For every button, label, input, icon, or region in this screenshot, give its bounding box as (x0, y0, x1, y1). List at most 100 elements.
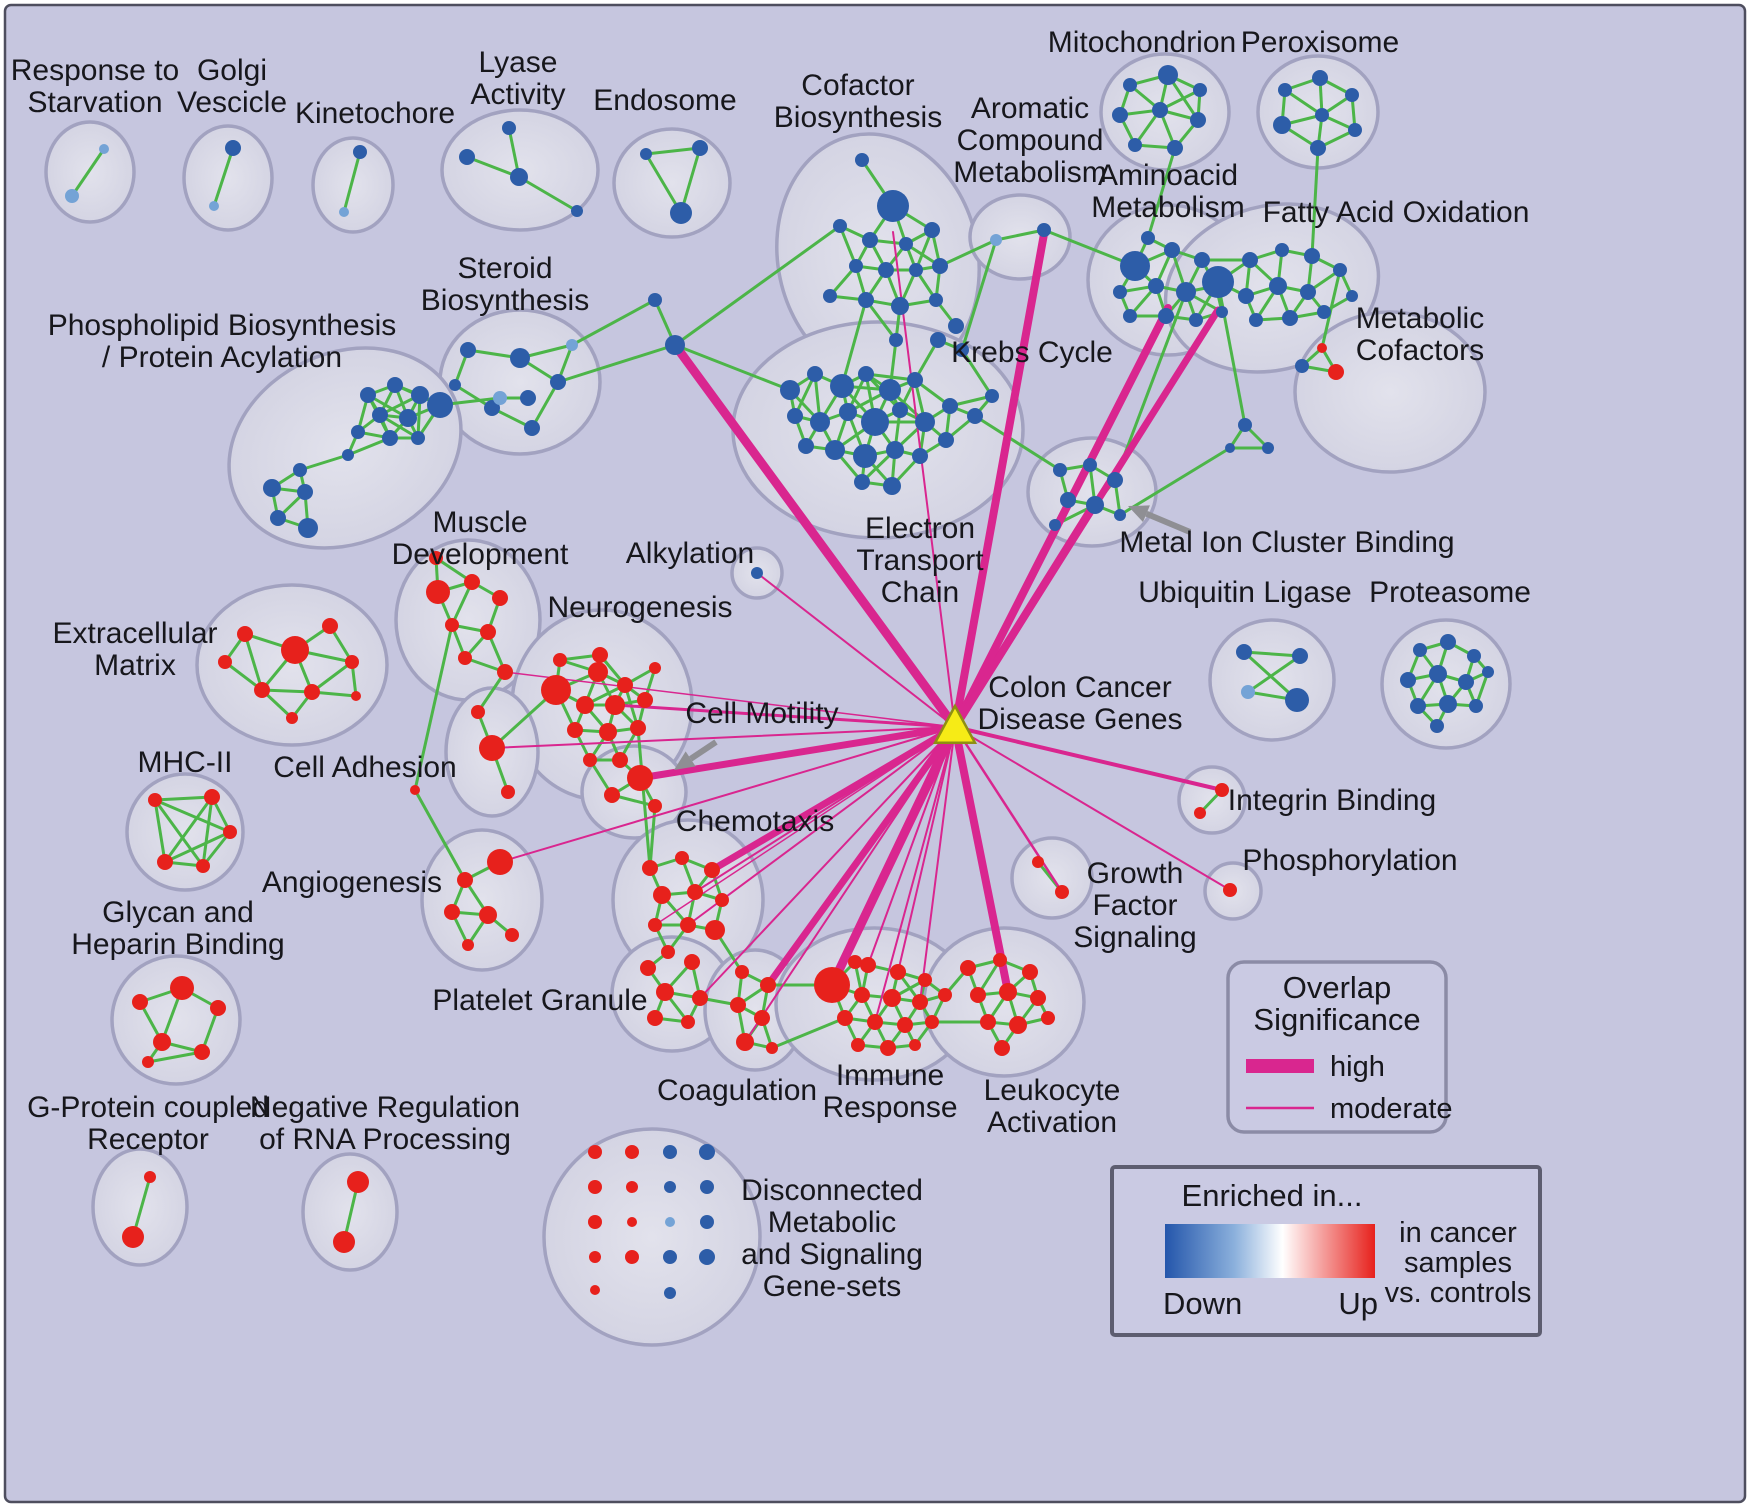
mitochondrion-node (1190, 112, 1206, 128)
phospholipid-biosynthesis-bubble (227, 346, 463, 550)
mitochondrion-node (1123, 78, 1137, 92)
integrin-binding-node (1194, 807, 1206, 819)
immune-response-node (837, 1010, 853, 1026)
green-edge (674, 224, 841, 347)
disconnected-gene-sets-node (625, 1145, 639, 1159)
chemotaxis-node (687, 884, 703, 900)
extracellular-matrix-node (351, 691, 361, 701)
proteasome-node (1467, 649, 1481, 663)
high-significance-label: high (1330, 1051, 1385, 1083)
angiogenesis-node (505, 928, 519, 942)
green-edge (299, 453, 349, 472)
leukocyte-activation-node (993, 953, 1007, 967)
overlap-significance-edge (827, 722, 960, 990)
cofactor-biosynthesis-node (929, 293, 943, 307)
green-edge (679, 147, 702, 214)
disconnected-gene-sets-node (588, 1215, 602, 1229)
extracellular-matrix-node (286, 712, 298, 724)
neurogenesis-node (637, 692, 653, 708)
phospholipid-biosynthesis-node (270, 510, 286, 526)
chemotaxis-node (642, 860, 658, 876)
extracellular-matrix-node (237, 626, 253, 642)
pointer-arrow (688, 739, 718, 762)
metal-ion-cluster-binding-node (1114, 509, 1126, 521)
ubiquitin-ligase-bubble (1208, 618, 1336, 742)
peroxisome-label: Peroxisome (1241, 26, 1399, 59)
electron-transport-chain-node (883, 477, 901, 495)
electron-transport-chain-node (798, 438, 814, 454)
fatty-acid-oxidation-node (1249, 313, 1263, 327)
ubiquitin-ligase-node (1285, 688, 1309, 712)
overlap-significance-edge (670, 340, 960, 732)
metal-ion-cluster-binding-node (1060, 492, 1076, 508)
green-edge (147, 1050, 203, 1064)
alkylation-node (751, 567, 763, 579)
phospholipid-biosynthesis-node (493, 391, 507, 405)
immune-response-node (912, 994, 928, 1010)
mitochondrion-node (1152, 102, 1168, 118)
muscle-development-node (426, 580, 450, 604)
cofactor-biosynthesis-node (833, 219, 847, 233)
muscle-development-node (458, 651, 472, 665)
green-edge (1247, 654, 1301, 694)
fatty-acid-oxidation-node (1269, 277, 1287, 295)
endosome-node (670, 202, 692, 224)
neurogenesis-node (630, 720, 646, 736)
extracellular-matrix-bubble (195, 583, 389, 747)
cofactor-biosynthesis-node (948, 318, 964, 334)
kinetochore-bubble (311, 136, 395, 234)
disconnected-gene-sets-node (588, 1180, 602, 1194)
glycan-heparin-binding-node (210, 1000, 226, 1016)
proteasome-node (1482, 666, 1494, 678)
moderate-significance-label: moderate (1330, 1093, 1453, 1125)
fatty-acid-oxidation-node (1317, 305, 1331, 319)
enrichment-up-label: Up (1338, 1286, 1378, 1321)
green-edge (243, 633, 264, 691)
overlap-significance-edge (694, 726, 956, 893)
aminoacid-metabolism-node (1189, 313, 1203, 327)
green-edge (201, 796, 214, 867)
metal-ion-cluster-binding-node (1049, 519, 1061, 531)
disconnected-gene-sets-node (665, 1217, 675, 1227)
cofactor-biosynthesis-node (891, 297, 909, 315)
electron-transport-chain-node (955, 343, 969, 357)
steroid-biosynthesis-bubble (438, 308, 602, 456)
cofactor-biosynthesis-node (855, 153, 869, 167)
angiogenesis-node (462, 939, 474, 951)
legend-overlap-title-line2: Significance (1253, 1002, 1420, 1037)
electron-transport-chain-node (858, 366, 874, 382)
chemotaxis-node (661, 945, 675, 959)
immune-response-node (848, 955, 862, 969)
steroid-biosynthesis-node (550, 374, 566, 390)
green-edge (476, 671, 507, 713)
pointer-arrowhead (674, 751, 696, 770)
neurogenesis-node (612, 752, 628, 768)
platelet-granule-node (647, 1010, 663, 1026)
green-edge (1043, 228, 1136, 268)
peroxisome-node (1273, 116, 1291, 134)
green-edge (557, 343, 676, 384)
metal-ion-cluster-binding-node (1083, 458, 1097, 472)
chemotaxis-node (705, 920, 725, 940)
coagulation-node (735, 965, 749, 979)
electron-transport-chain-node (879, 379, 901, 401)
golgi-vescicle-node (209, 201, 219, 211)
mitochondrion-node (1193, 83, 1207, 97)
phospholipid-biosynthesis-label: Phospholipid Biosynthesis/ Protein Acyla… (48, 309, 397, 374)
cell-motility-node (604, 787, 620, 803)
growth-factor-signaling-node (1032, 856, 1044, 868)
neurogenesis-node (583, 753, 597, 767)
electron-transport-chain-node (839, 403, 857, 421)
disconnected-gene-sets-node (625, 1250, 639, 1264)
aminoacid-metabolism-node (1148, 278, 1164, 294)
green-edge (530, 381, 560, 429)
